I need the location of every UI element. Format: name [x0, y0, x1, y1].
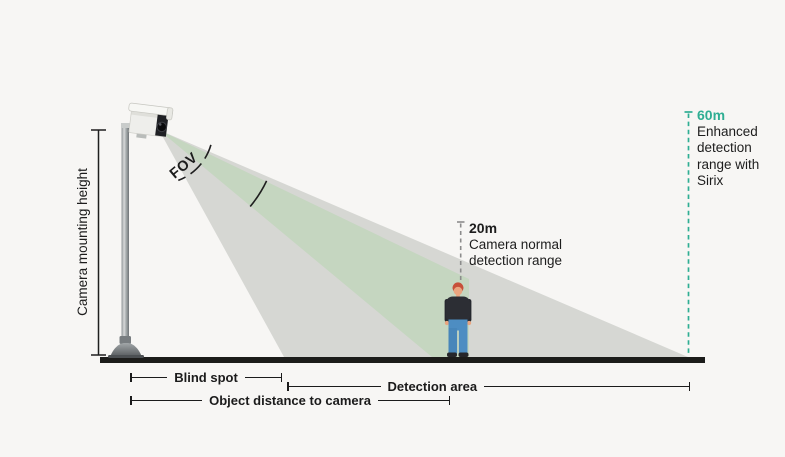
measure-tick [448, 396, 450, 405]
mounting-height-dimension-line [91, 129, 106, 356]
ground-line [100, 357, 705, 363]
measure-line [244, 376, 281, 379]
measure-tick [130, 373, 132, 382]
object-distance-measurement: Object distance to camera [130, 392, 450, 409]
measure-tick [130, 396, 132, 405]
mounting-height-label: Camera mounting height [75, 168, 90, 316]
measure-tick [287, 382, 289, 391]
detection-area-measurement: Detection area [287, 378, 690, 395]
person-icon [444, 282, 472, 357]
camera-icon [121, 102, 174, 139]
measure-line [377, 399, 449, 402]
measure-tick [688, 382, 690, 391]
measure-line [131, 376, 168, 379]
fov-narrow-arc [249, 180, 268, 208]
normal-range-label: 20m Camera normal detection range [469, 220, 562, 270]
detection-cone-green [159, 130, 469, 357]
fov-cone-gray [159, 130, 688, 357]
enhanced-range-distance: 60m [697, 107, 726, 123]
measure-line [484, 385, 689, 388]
enhanced-range-description: Enhanced detection range with Sirix [697, 123, 760, 189]
blind-spot-label: Blind spot [174, 370, 238, 385]
measure-tick [280, 373, 283, 382]
fov-wide-arc [178, 144, 212, 182]
normal-range-dashed-line [457, 221, 465, 281]
normal-range-distance: 20m [469, 220, 498, 236]
enhanced-range-dashed-line [684, 111, 693, 356]
object-distance-label: Object distance to camera [209, 393, 371, 408]
detection-area-label: Detection area [387, 379, 478, 394]
pole-base [110, 343, 142, 357]
blind-spot-measurement: Blind spot [130, 369, 283, 386]
normal-range-description: Camera normal detection range [469, 236, 563, 269]
camera-pole [108, 125, 144, 358]
measure-line [288, 385, 381, 388]
measure-line [131, 399, 203, 402]
enhanced-range-label: 60m Enhanced detection range with Sirix [697, 107, 775, 190]
